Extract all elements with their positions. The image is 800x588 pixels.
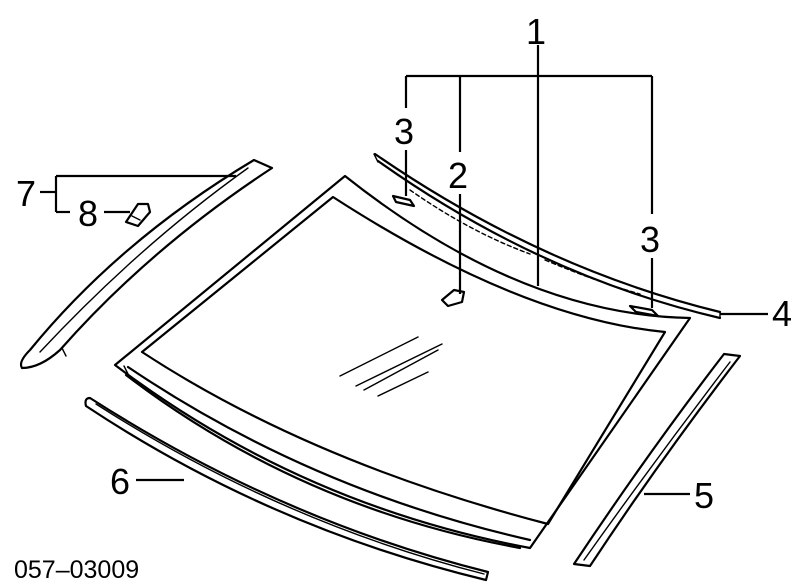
windshield-glass: [113, 174, 692, 550]
right-side-molding: [572, 352, 742, 568]
callout-3-left: 3: [394, 111, 414, 152]
left-pillar-molding: [19, 158, 274, 370]
leader-lines: [40, 45, 768, 496]
callout-8: 8: [78, 193, 98, 234]
molding-clip-8: [124, 202, 152, 228]
callout-2: 2: [448, 155, 468, 196]
mirror-bracket: [440, 288, 466, 308]
callout-1: 1: [526, 11, 546, 52]
callout-7: 7: [16, 173, 36, 214]
lower-cowl-molding: [84, 396, 490, 582]
callout-5: 5: [694, 475, 714, 516]
clip-left: [391, 194, 416, 208]
callout-3-right: 3: [640, 219, 660, 260]
callout-4: 4: [772, 293, 792, 334]
lower-dam-strip: [123, 365, 532, 550]
diagram-code: 057–03009: [14, 556, 139, 584]
callout-6: 6: [110, 461, 130, 502]
upper-molding-strip: [373, 152, 722, 320]
clip-right: [628, 304, 660, 318]
